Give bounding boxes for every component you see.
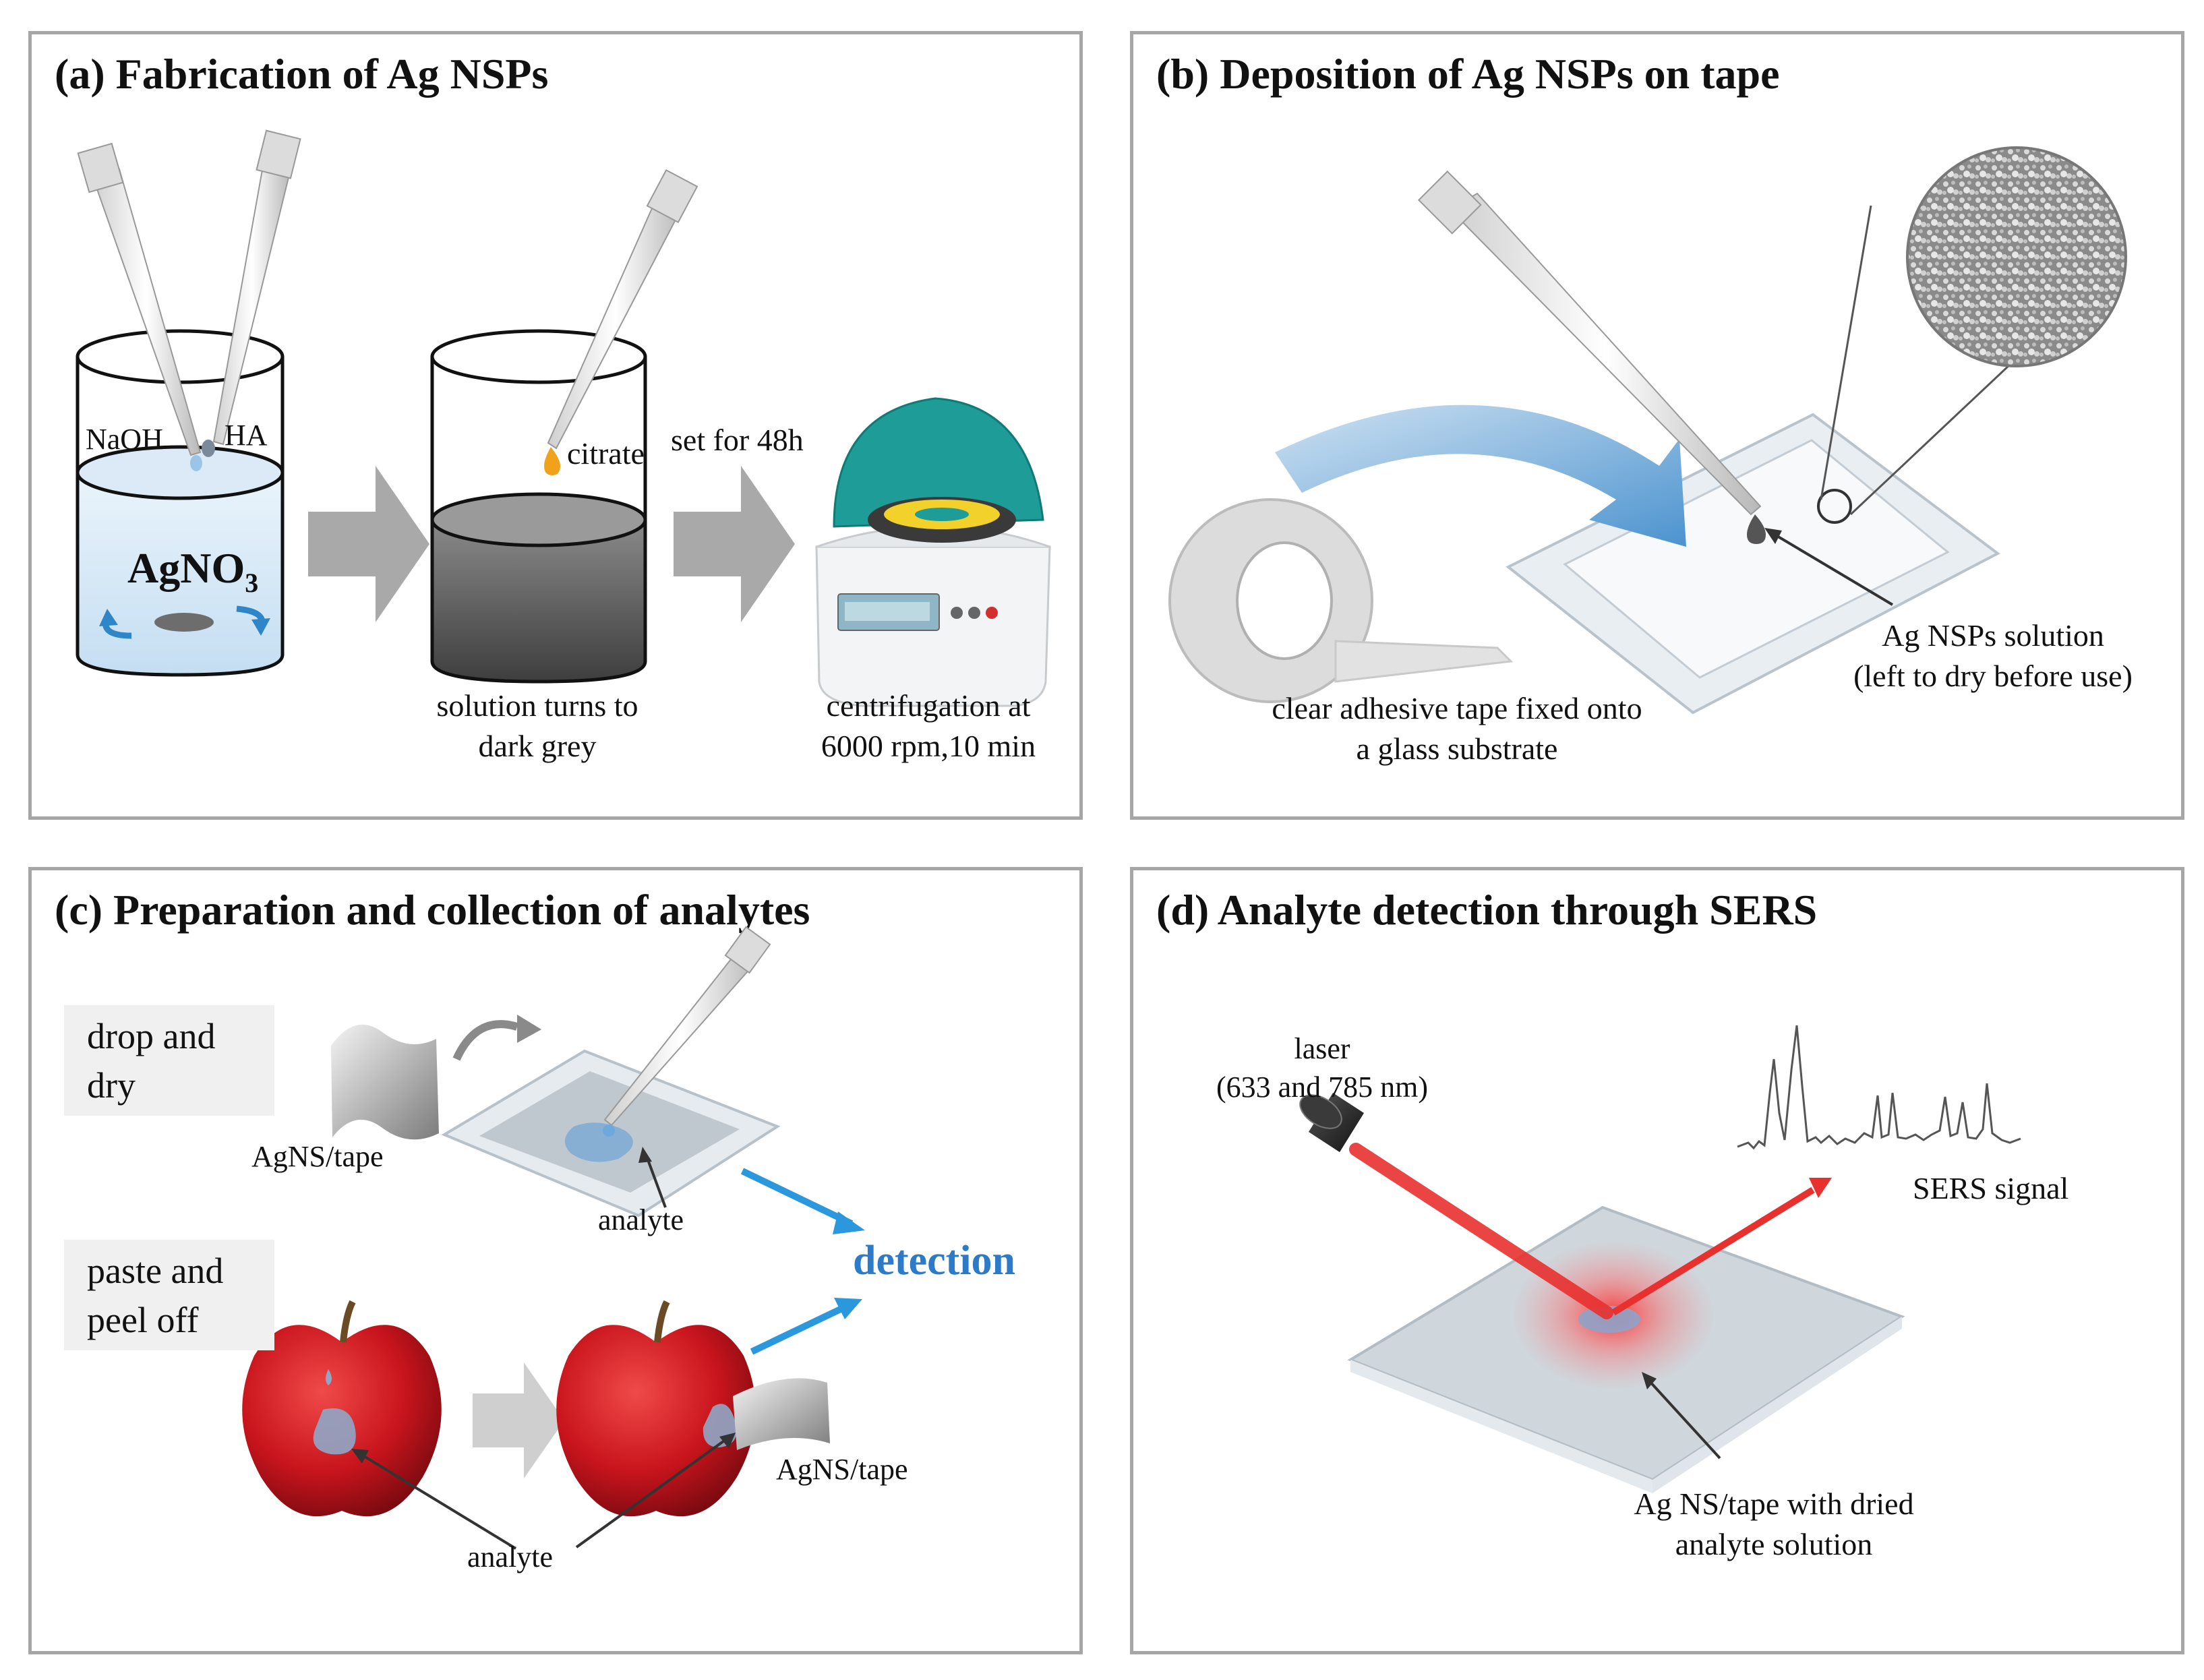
agns-tape-label: AgNS/tape xyxy=(776,1453,908,1486)
apple-icon xyxy=(556,1300,830,1517)
pipette-icon xyxy=(603,926,771,1137)
panel-deposition: (b) Deposition of Ag NSPs on tape xyxy=(1130,31,2184,820)
agns-tape-label: AgNS/tape xyxy=(251,1140,384,1173)
pipette-icon xyxy=(544,169,698,475)
sers-spectrum xyxy=(1737,1025,2021,1150)
tape-caption: clear adhesive tape fixed onto a glass s… xyxy=(1201,688,1713,769)
sem-image-inset xyxy=(1906,146,2127,367)
drop-label-line: drop and xyxy=(87,1016,216,1056)
agno3-formula: AgNO xyxy=(127,544,245,592)
panel-c-title: (c) Preparation and collection of analyt… xyxy=(55,886,810,934)
tape-caption-line: Ag NS/tape with dried xyxy=(1634,1487,1914,1521)
centrifugation-caption-line: 6000 rpm,10 min xyxy=(821,728,1036,763)
preparation-illustration xyxy=(242,926,865,1550)
centrifugation-caption: centrifugation at 6000 rpm,10 min xyxy=(780,686,1077,767)
panel-b-title: (b) Deposition of Ag NSPs on tape xyxy=(1156,50,1780,98)
paste-label-line: paste and xyxy=(87,1251,224,1291)
magnify-circle xyxy=(1817,489,1852,524)
sers-illustration xyxy=(1299,1025,2021,1493)
paste-and-peel-label: paste and peel off xyxy=(64,1240,274,1350)
fabrication-illustration xyxy=(76,129,1051,707)
set-48h-label: set for 48h xyxy=(671,423,804,457)
citrate-label: citrate xyxy=(567,436,645,471)
detection-label: detection xyxy=(853,1238,1016,1284)
tape-caption-line: analyte solution xyxy=(1675,1526,1873,1561)
analyte-label: analyte xyxy=(467,1540,554,1573)
naoh-label: NaOH xyxy=(86,423,163,456)
tape-caption-line: a glass substrate xyxy=(1356,731,1558,766)
pipette-icon xyxy=(1417,170,1766,544)
panel-a-title: (a) Fabrication of Ag NSPs xyxy=(55,50,549,98)
ha-label: HA xyxy=(225,419,268,452)
process-arrow xyxy=(473,1362,564,1478)
panel-sers-detection: (d) Analyte detection through SERS xyxy=(1130,867,2184,1654)
panel-d-title: (d) Analyte detection through SERS xyxy=(1156,886,1818,934)
laser-label-line: (633 and 785 nm) xyxy=(1216,1071,1429,1104)
apple-icon xyxy=(242,1300,442,1517)
agno3-label: AgNO3 xyxy=(127,540,258,601)
tape-caption: Ag NS/tape with dried analyte solution xyxy=(1572,1484,1976,1565)
pipette-icon xyxy=(77,142,202,471)
centrifuge-icon xyxy=(815,397,1051,707)
process-arrow xyxy=(308,466,429,622)
deposition-illustration xyxy=(1168,146,2127,715)
citrate-beaker xyxy=(430,329,647,684)
drop-label-line: dry xyxy=(87,1064,136,1106)
centrifugation-caption-line: centrifugation at xyxy=(826,688,1031,723)
panel-preparation: (c) Preparation and collection of analyt… xyxy=(28,867,1083,1654)
laser-source-icon xyxy=(1299,1093,1613,1319)
solution-caption-line: Ag NSPs solution xyxy=(1882,618,2104,653)
solution-caption-line: (left to dry before use) xyxy=(1853,658,2133,693)
solution-caption: solution turns to dark grey xyxy=(409,686,665,767)
laser-label: laser (633 and 785 nm) xyxy=(1194,1029,1450,1106)
solution-caption-line: dark grey xyxy=(478,728,597,763)
solution-caption-line: solution turns to xyxy=(436,688,638,723)
paste-label-line: peel off xyxy=(87,1299,199,1340)
panel-fabrication: (a) Fabrication of Ag NSPs xyxy=(28,31,1083,820)
tape-roll-icon xyxy=(1168,498,1514,703)
agno3-subscript: 3 xyxy=(245,567,259,598)
process-arrow xyxy=(674,466,795,622)
apply-arrow xyxy=(1275,404,1686,547)
analyte-label: analyte xyxy=(598,1203,684,1236)
pipette-icon xyxy=(202,129,301,457)
sers-signal-label: SERS signal xyxy=(1913,1171,2069,1205)
tape-piece-icon xyxy=(331,1024,439,1140)
laser-label-line: laser xyxy=(1294,1032,1350,1065)
drop-and-dry-label: drop and dry xyxy=(64,1005,274,1116)
solution-caption: Ag NSPs solution (left to dry before use… xyxy=(1814,616,2172,696)
agno3-beaker xyxy=(76,329,285,677)
tape-caption-line: clear adhesive tape fixed onto xyxy=(1272,691,1642,725)
